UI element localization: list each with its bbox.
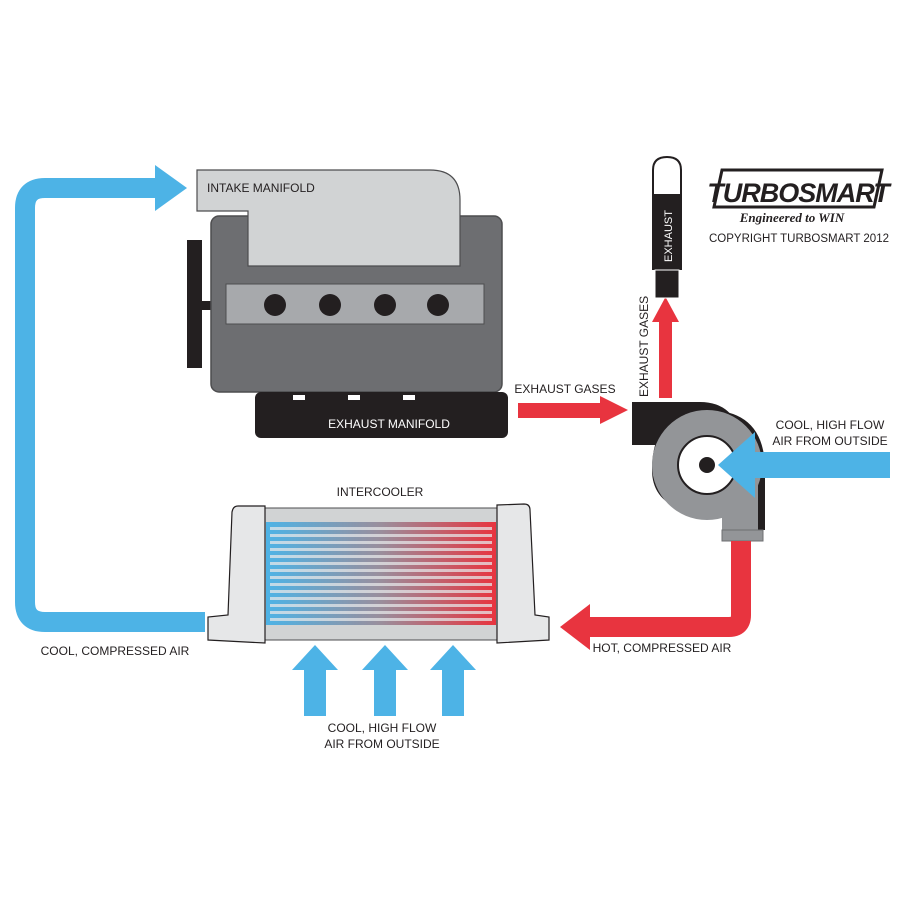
intercooler-fins [270,527,492,621]
intercooler-fin [270,590,492,593]
intercooler-fin [270,611,492,614]
intercooler-fin [270,618,492,621]
cool-compressed-air-label: COOL, COMPRESSED AIR [41,644,190,658]
intercooler-inlet-label-2: AIR FROM OUTSIDE [324,737,439,751]
cylinder [427,294,449,316]
logo-tagline: Engineered to WIN [739,210,845,225]
hot-compressed-air-arrow: HOT, COMPRESSED AIR [560,541,751,655]
airflow-up-arrow [430,645,476,716]
intercooler-fin [270,569,492,572]
cylinder [374,294,396,316]
airflow-up-arrow [292,645,338,716]
cool-compressed-air-loop-arrow [15,165,205,632]
exhaust-gases-arrow: EXHAUST GASES [514,382,628,424]
turbo-inlet-label-2: AIR FROM OUTSIDE [772,434,887,448]
intercooler-label: INTERCOOLER [337,485,424,499]
intercooler-fin [270,576,492,579]
intercooler-inlet-label-1: COOL, HIGH FLOW [328,721,437,735]
exhaust-manifold: EXHAUST MANIFOLD [255,392,508,438]
intake-manifold-label: INTAKE MANIFOLD [207,181,315,195]
cylinder [319,294,341,316]
intercooler-fin [270,597,492,600]
intercooler-fin [270,541,492,544]
exhaust-manifold-label: EXHAUST MANIFOLD [328,417,450,431]
cylinder [264,294,286,316]
exhaust-gases-label: EXHAUST GASES [514,382,615,396]
intercooler-fin [270,562,492,565]
intercooler-end-tank-left [207,505,266,644]
intercooler-fin [270,534,492,537]
hot-compressed-air-label: HOT, COMPRESSED AIR [593,641,732,655]
logo-brand: TURBOSMART [707,178,892,208]
exhaust-up-arrow: EXHAUST GASES [637,296,679,398]
exhaust-label: EXHAUST [663,210,675,262]
turbosmart-logo: TURBOSMART Engineered to WIN COPYRIGHT T… [707,168,893,245]
intercooler-fin [270,555,492,558]
intercooler-airflow-arrows: COOL, HIGH FLOW AIR FROM OUTSIDE [292,645,476,751]
intercooler-fin [270,527,492,530]
exhaust-pipe: EXHAUST [652,155,682,299]
intake-manifold: INTAKE MANIFOLD [196,169,461,267]
intercooler-fin [270,548,492,551]
exhaust-gases-vertical-label: EXHAUST GASES [637,296,651,397]
intercooler-fin [270,583,492,586]
airflow-up-arrow [362,645,408,716]
turbocharger [632,402,765,542]
intercooler-end-tank-right [496,503,550,644]
turbo-inlet-air-arrow: COOL, HIGH FLOW AIR FROM OUTSIDE [718,418,890,498]
pulley [187,240,202,368]
intercooler-fin [270,604,492,607]
intercooler: INTERCOOLER [207,485,550,644]
copyright-text: COPYRIGHT TURBOSMART 2012 [709,233,889,245]
turbo-inlet-label-1: COOL, HIGH FLOW [776,418,885,432]
